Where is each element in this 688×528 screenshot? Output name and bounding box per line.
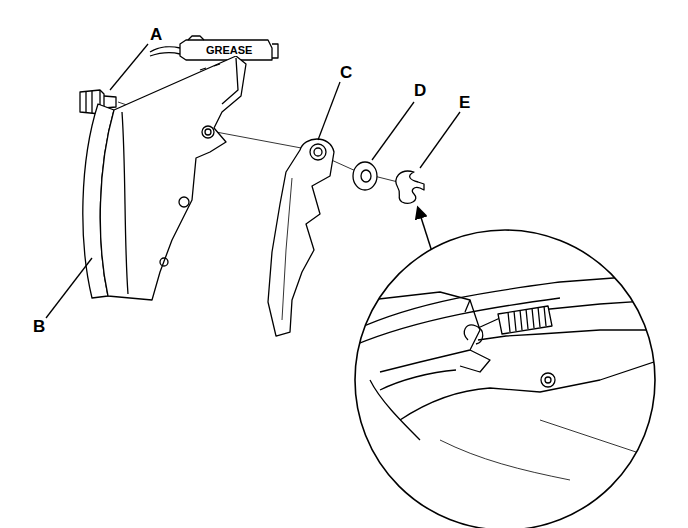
detail-view [355,230,660,528]
leader-line [110,44,148,90]
callout-letter: B [33,318,45,335]
leader-line [318,82,340,140]
grease-tube [150,36,278,60]
leader-line [372,102,414,160]
brake-shoe [83,56,246,300]
callout-letter: A [150,26,162,43]
callout-letter: E [459,94,470,111]
callout-letter: D [414,82,426,99]
tube-text: GREASE [205,45,253,56]
leader-line [420,112,460,168]
callout-letter: C [340,64,352,81]
assembly-line [216,132,312,150]
wave-washer [353,162,377,190]
parking-brake-lever [268,139,334,336]
leader-line [46,258,92,318]
u-clip [396,171,424,203]
